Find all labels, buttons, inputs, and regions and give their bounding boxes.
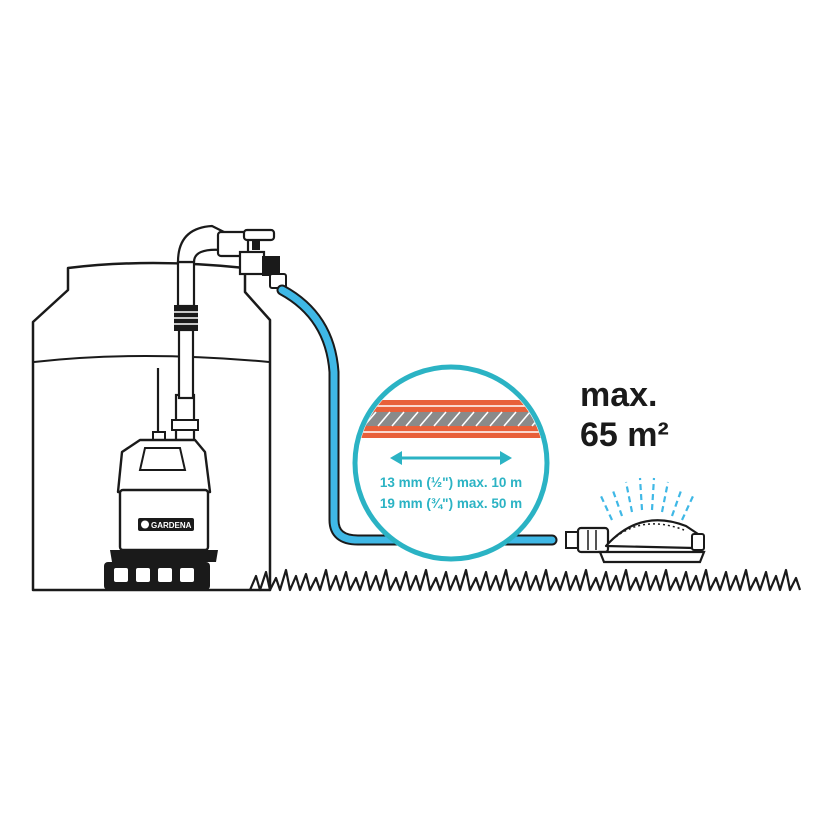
garden-hose-fill: [278, 286, 556, 544]
hose-spec-line-2: 19 mm (¾") max. 50 m: [380, 496, 522, 511]
hose-cross-section: [358, 400, 544, 438]
hose-detail-callout: 13 mm (½") max. 10 m 19 mm (¾") max. 50 …: [352, 364, 550, 562]
water-spray: [599, 477, 695, 521]
pump-brand-text: GARDENA: [151, 521, 192, 530]
coverage-label-line-2: 65 m²: [580, 416, 669, 454]
grass-icon: [248, 568, 802, 592]
submersible-pump: GARDENA: [104, 368, 218, 590]
tap-valve-icon: [216, 228, 287, 289]
double-arrow-icon: [390, 451, 512, 465]
brand-label: [138, 518, 194, 531]
outlet-pipe: [174, 224, 230, 400]
water-surface-line: [33, 355, 270, 363]
hose-spec-line-1: 13 mm (½") max. 10 m: [380, 475, 522, 490]
oscillating-sprinkler-icon: [565, 477, 706, 564]
brand-logo-icon: [141, 520, 149, 529]
coverage-label-line-1: max.: [580, 376, 658, 414]
